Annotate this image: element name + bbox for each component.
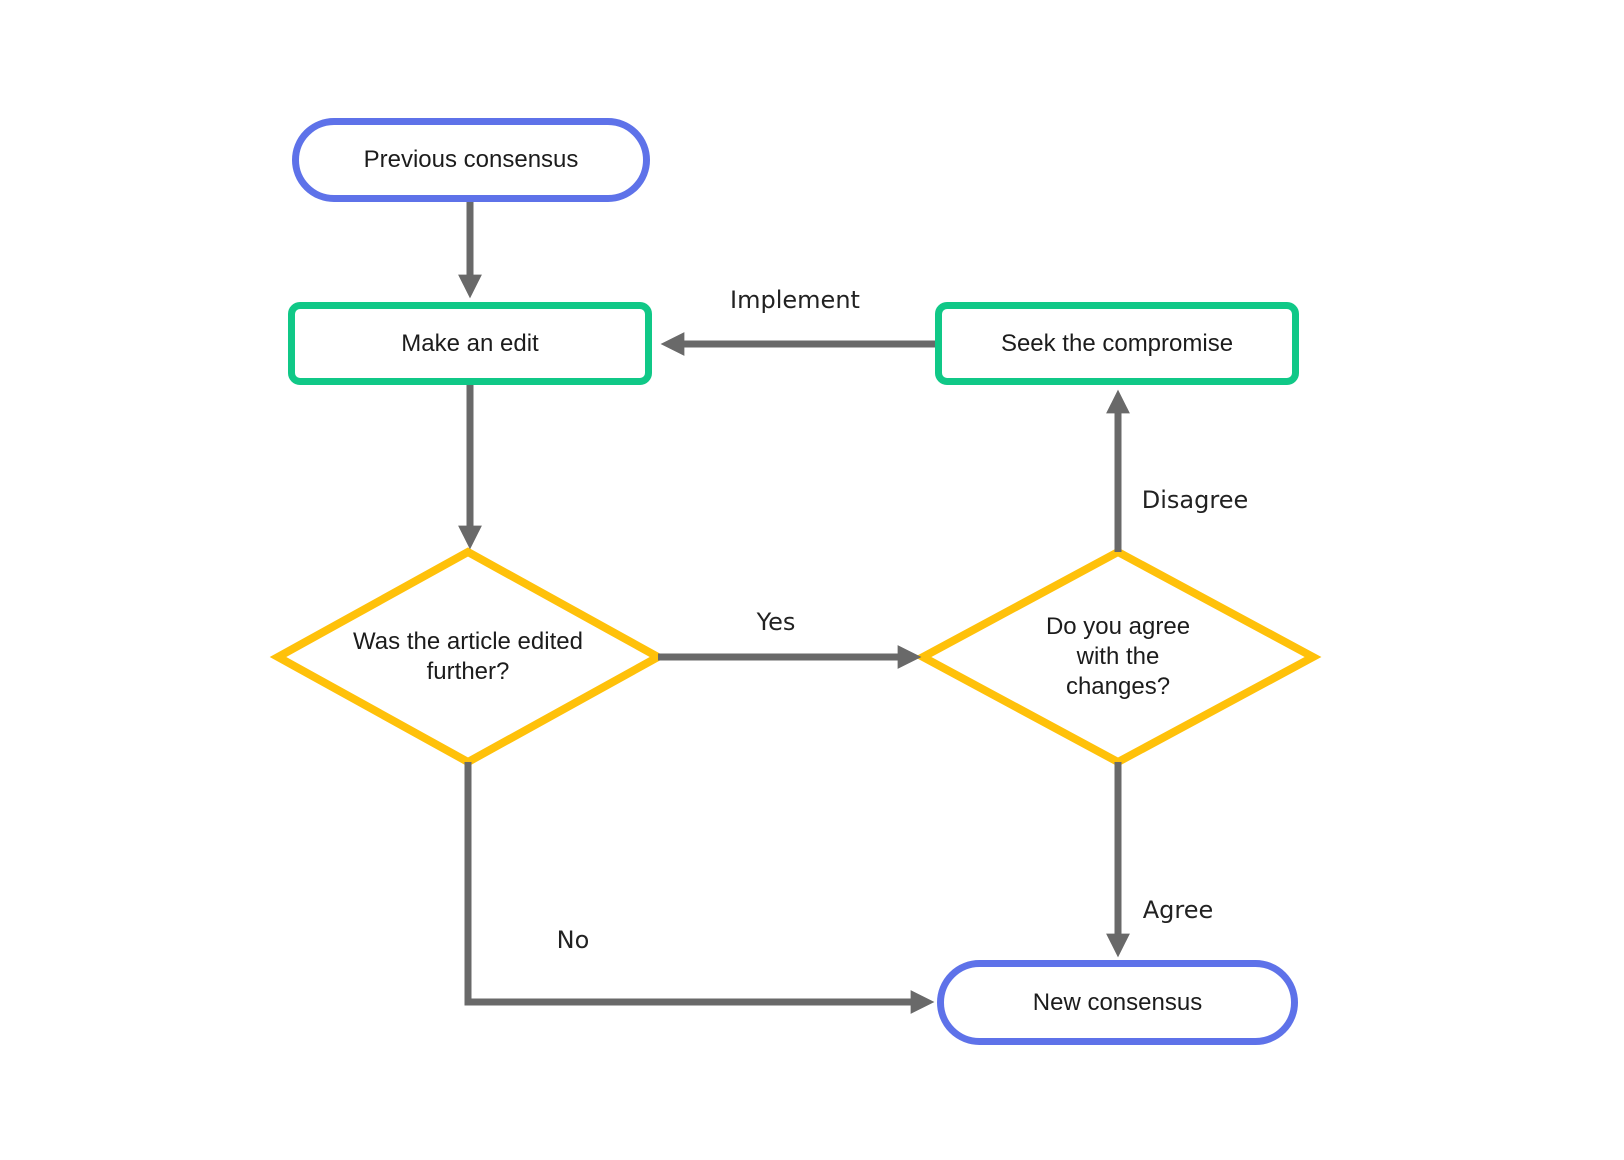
edge-label-no: No [556,926,590,954]
node-make-an-edit-label: Make an edit [401,329,539,357]
edge-label-disagree: Disagree [1141,486,1249,514]
node-previous-consensus-label: Previous consensus [363,146,579,173]
node-new-consensus: New consensus [937,960,1298,1045]
node-make-an-edit: Make an edit [288,302,652,385]
edge-label-yes: Yes [756,608,796,636]
node-new-consensus-label: New consensus [1032,988,1203,1016]
node-previous-consensus: Previous consensus [292,118,650,202]
node-seek-the-compromise-label: Seek the compromise [1000,329,1234,357]
node-seek-the-compromise: Seek the compromise [935,302,1299,385]
edge-no-was-edited-to-new-consensus [464,762,935,1014]
decision-was-edited-further-label: Was the article edited further? [353,628,583,685]
edge-label-agree: Agree [1142,896,1214,924]
edge-label-implement: Implement [730,286,860,314]
decision-do-you-agree-label: Do you agree with the changes? [1045,613,1191,700]
